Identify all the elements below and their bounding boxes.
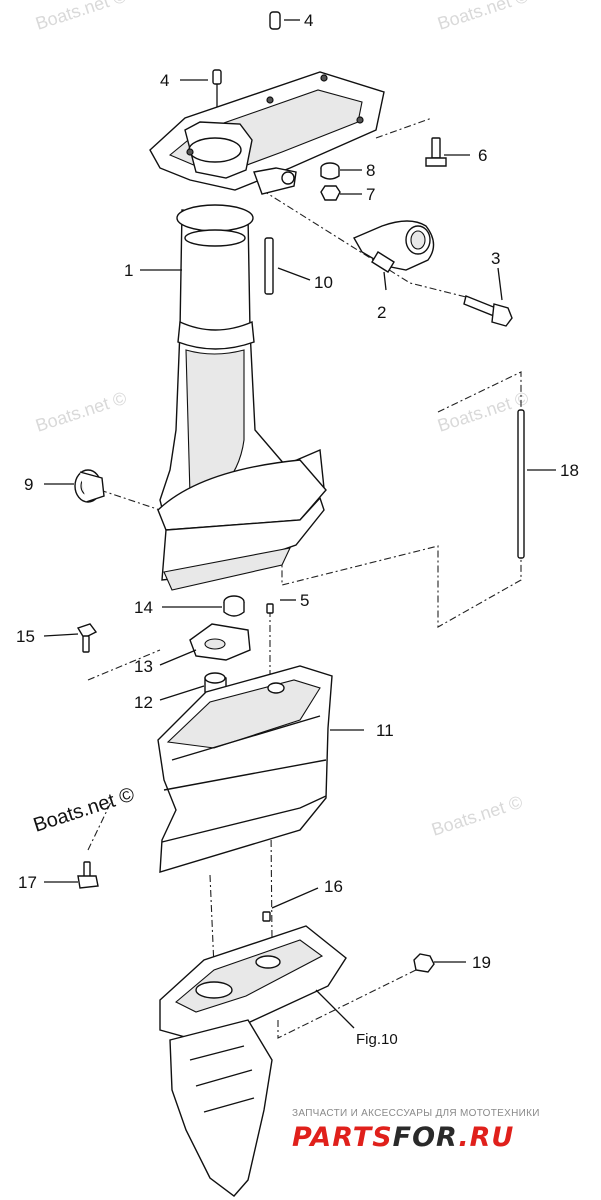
part-9-grommet	[74, 469, 105, 503]
callout-3: 3	[491, 249, 500, 268]
credit-label: Boats.net ©	[31, 783, 138, 836]
part-1-driveshaft-housing	[157, 204, 327, 591]
part-2-clamp	[353, 220, 435, 273]
callout-5: 5	[300, 591, 309, 610]
callout-6: 6	[478, 146, 487, 165]
part-16-pin	[262, 911, 271, 922]
callout-4: 4	[160, 71, 169, 90]
brand-name-red: PARTS	[292, 1122, 393, 1153]
watermark: Boats.net ©	[33, 0, 129, 34]
callout-9: 9	[24, 475, 33, 494]
callout-18: 18	[560, 461, 579, 480]
watermark: Boats.net ©	[435, 388, 531, 436]
callout-7: 7	[366, 185, 375, 204]
watermark: Boats.net ©	[429, 792, 525, 840]
brand-name-dark: FOR	[393, 1122, 459, 1153]
callout-12: 12	[134, 693, 153, 712]
callout-13: 13	[134, 657, 153, 676]
callout-10: 10	[314, 273, 333, 292]
brand-logo: ЗАПЧАСТИ И АКСЕССУАРЫ ДЛЯ МОТОТЕХНИКИ PA…	[292, 1108, 540, 1153]
watermark: Boats.net ©	[435, 0, 531, 34]
part-5-pin	[266, 603, 274, 614]
part-18-long-stud	[517, 409, 525, 559]
callout-19: 19	[472, 953, 491, 972]
part-3-bolt	[463, 295, 513, 327]
callout-11: 11	[376, 721, 394, 740]
part-15-bolt	[76, 623, 98, 653]
brand-name-tld: .RU	[458, 1122, 514, 1153]
part-11-housing	[157, 665, 333, 873]
callout-4: 4	[304, 11, 313, 30]
figure-reference-label: Fig.10	[356, 1031, 398, 1048]
callout-leaders	[43, 19, 556, 1029]
brand-name: PARTSFOR.RU	[292, 1122, 514, 1153]
callout-2: 2	[377, 303, 386, 322]
callout-16: 16	[324, 877, 343, 896]
part-17-bolt	[77, 861, 99, 889]
callout-8: 8	[366, 161, 375, 180]
callout-14: 14	[134, 598, 153, 617]
part-19-nut	[413, 953, 435, 973]
part-6-bolt	[425, 137, 447, 167]
part-13-plate	[189, 623, 251, 661]
callout-15: 15	[16, 627, 35, 646]
lower-unit	[159, 925, 347, 1197]
callout-17: 17	[18, 873, 37, 892]
part-14-grommet	[223, 595, 245, 617]
callout-numbers: 4 4 6 8 7 1 10 2 3 9 18 5 14 15 13 12 11…	[16, 11, 579, 972]
assembly-lines	[87, 117, 522, 1039]
watermark: Boats.net ©	[33, 388, 129, 436]
upper-mount-plate	[149, 71, 385, 195]
callout-1: 1	[124, 261, 133, 280]
part-10-rod	[264, 237, 274, 295]
part-8-washer	[320, 162, 340, 180]
part-4-pin-top	[269, 11, 281, 30]
part-7-nut	[320, 185, 341, 201]
brand-tagline: ЗАПЧАСТИ И АКСЕССУАРЫ ДЛЯ МОТОТЕХНИКИ	[292, 1108, 540, 1119]
